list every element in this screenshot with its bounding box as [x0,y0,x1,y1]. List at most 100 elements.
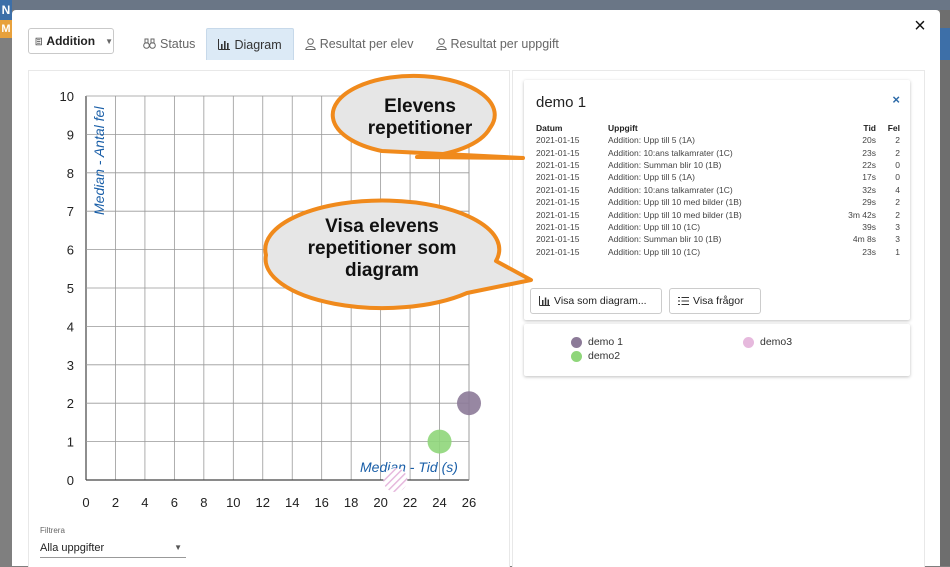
binoculars-icon [143,38,156,49]
scatter-point-demo2[interactable] [427,429,452,454]
x-tick-label: 0 [82,495,89,510]
cell-datum: 2021-01-15 [536,234,580,245]
cell-fel: 1 [895,246,900,257]
cell-tid: 4m 8s [852,234,876,245]
callout-top-text: Elevens repetitioner [367,96,473,139]
cell-datum: 2021-01-15 [536,172,580,183]
subject-select[interactable]: Addition ▼ [28,28,114,54]
x-tick-label: 2 [112,495,119,510]
x-tick-label: 14 [285,495,299,510]
chevron-down-icon: ▼ [174,543,182,552]
results-dialog: × Addition ▼ Status Diagram [12,10,940,567]
legend-dot [743,336,754,348]
legend-item-demo3[interactable]: demo3 [743,336,792,348]
show-as-diagram-button[interactable]: Visa som diagram... [530,288,662,314]
chart-legend: demo 1 demo3 demo2 [524,324,910,376]
tab-bar: Status Diagram Resultat per elev Resulta… [132,28,570,60]
show-questions-button[interactable]: Visa frågor [669,288,761,314]
callout-top-bubble [330,73,525,160]
legend-dot [571,336,582,348]
card-title: demo 1 [536,94,587,111]
logo-letter-m: M [0,20,12,38]
cell-datum: 2021-01-15 [536,209,580,220]
show-as-diagram-label: Visa som diagram... [554,295,647,307]
x-tick-label: 6 [171,495,178,510]
cell-fel: 2 [895,135,900,146]
filter-label: Filtrera [40,526,65,535]
x-axis-label: Median - Tid (s) [360,459,458,475]
background-right-accent [940,28,950,60]
x-tick-label: 16 [314,495,328,510]
x-tick-label: 12 [256,495,270,510]
cell-uppgift: Addition: Summan blir 10 (1B) [608,159,722,170]
table-row: 2021-01-15 Addition: 10:ans talkamrater (… [536,184,900,196]
tab-resultat-per-uppgift[interactable]: Resultat per uppgift [425,28,570,59]
cell-fel: 0 [895,172,900,183]
cell-fel: 2 [895,147,900,158]
legend-item-demo-1[interactable]: demo 1 [571,336,623,348]
legend-label: demo3 [760,336,793,348]
filter-select[interactable]: Alla uppgifter ▼ [40,539,186,558]
chevron-down-icon: ▼ [105,36,113,46]
x-tick-label: 22 [403,495,417,510]
close-dialog-button[interactable]: × [914,15,926,37]
cell-tid: 29s [862,197,876,208]
document-icon [35,37,42,45]
tab-status[interactable]: Status [132,28,206,59]
table-row: 2021-01-15 Addition: Summan blir 10 (1B) 2… [536,159,900,171]
y-tick-label: 6 [67,243,74,258]
cell-tid: 23s [862,147,876,158]
callout-bottom-text: Visa elevens repetitioner som diagram [307,216,457,281]
y-tick-label: 8 [67,166,74,181]
close-card-button[interactable]: × [892,92,900,107]
scatter-point-demo-1[interactable] [457,391,481,416]
list-icon [678,297,689,305]
column-header-uppgift: Uppgift [608,123,638,133]
x-tick-label: 10 [226,495,240,510]
cell-tid: 3m 42s [848,209,876,220]
cell-fel: 2 [895,197,900,208]
cell-datum: 2021-01-15 [536,147,580,158]
table-row: 2021-01-15 Addition: Upp till 5 (1A) 20s 2 [536,134,900,146]
column-header-fel: Fel [887,123,900,133]
scatter-point-demo3[interactable] [383,468,408,492]
y-tick-label: 2 [67,396,74,411]
cell-fel: 0 [895,159,900,170]
column-header-datum: Datum [536,123,563,133]
app-header-background [0,0,950,10]
tab-resultat-per-elev[interactable]: Resultat per elev [294,28,425,59]
y-tick-label: 5 [67,281,74,296]
legend-label: demo 1 [588,336,624,348]
cell-datum: 2021-01-15 [536,159,580,170]
cell-uppgift: Addition: Upp till 5 (1A) [608,172,695,183]
cell-fel: 3 [895,234,900,245]
cell-datum: 2021-01-15 [536,135,580,146]
cell-tid: 22s [862,159,876,170]
cell-uppgift: Addition: 10:ans talkamrater (1C) [608,184,733,195]
cell-fel: 4 [895,184,900,195]
cell-tid: 20s [862,135,876,146]
cell-tid: 32s [862,184,876,195]
legend-item-demo2[interactable]: demo2 [571,350,620,362]
tab-diagram[interactable]: Diagram [206,28,294,60]
tab-resultat-per-uppgift-label: Resultat per uppgift [450,36,559,51]
subject-select-value: Addition [46,34,96,48]
cell-uppgift: Addition: Upp till 5 (1A) [608,135,695,146]
cell-tid: 17s [862,172,876,183]
show-questions-label: Visa frågor [693,295,744,307]
y-tick-label: 3 [67,358,74,373]
cell-datum: 2021-01-15 [536,184,580,195]
person-icon [304,37,316,50]
callout-bottom-bubble [263,198,533,311]
x-tick-label: 4 [141,495,148,510]
cell-datum: 2021-01-15 [536,221,580,232]
cell-uppgift: Addition: Upp till 10 (1C) [608,221,701,232]
